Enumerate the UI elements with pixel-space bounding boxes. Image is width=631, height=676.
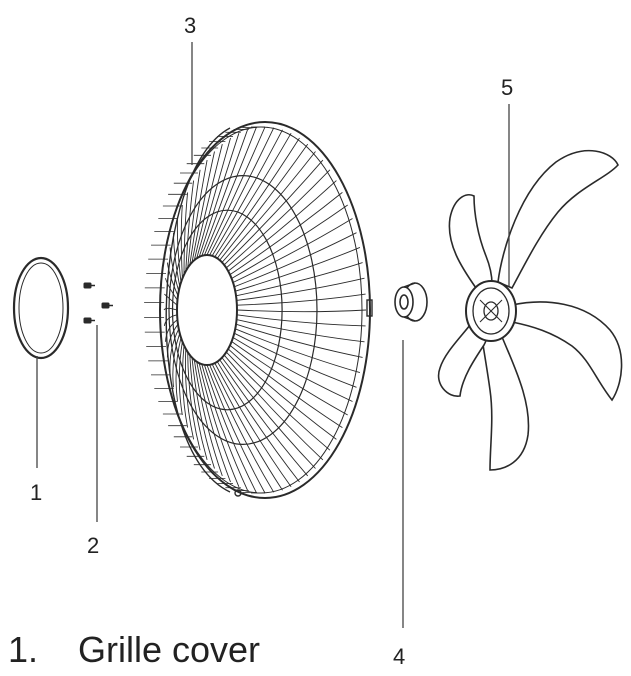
part-5-fan-blade bbox=[437, 149, 623, 471]
grille-wire bbox=[214, 362, 292, 488]
grille-wire bbox=[221, 357, 316, 469]
grille-wire bbox=[185, 348, 195, 440]
grille-wire bbox=[191, 151, 215, 263]
grille-wire bbox=[198, 362, 240, 487]
grille-wire bbox=[236, 293, 366, 306]
grille-wire bbox=[193, 359, 223, 477]
grille-wire bbox=[221, 151, 316, 263]
blade-right bbox=[511, 301, 623, 402]
grille-wire bbox=[235, 323, 363, 358]
grille-wire bbox=[223, 354, 324, 461]
grille-wire bbox=[227, 348, 337, 440]
grille-wire bbox=[232, 337, 353, 402]
grille-wire bbox=[236, 314, 366, 327]
grille-wire bbox=[165, 319, 178, 342]
part-2-screws bbox=[83, 282, 113, 324]
grille-wire bbox=[196, 361, 231, 483]
grille-wire bbox=[185, 180, 195, 272]
grille-wire bbox=[180, 204, 183, 279]
grille-wire bbox=[219, 143, 309, 261]
caption-number: 1. bbox=[8, 629, 38, 670]
grille-wire bbox=[229, 345, 343, 428]
grille-wire bbox=[235, 328, 361, 374]
grille-wire bbox=[236, 309, 367, 313]
grille-wire bbox=[216, 137, 300, 259]
grille-wire bbox=[231, 341, 348, 416]
grille-wire bbox=[196, 137, 231, 259]
grille-wire bbox=[231, 204, 348, 279]
part-4-spinner-nut bbox=[394, 282, 428, 322]
grille-wire bbox=[235, 262, 363, 297]
grille-rings bbox=[168, 175, 318, 445]
grille-center-opening bbox=[176, 254, 238, 366]
grille-wire bbox=[219, 359, 309, 477]
grille-wire bbox=[201, 364, 248, 491]
grille-wire bbox=[232, 218, 353, 283]
grille-wire bbox=[163, 314, 178, 326]
grille-wire bbox=[227, 180, 337, 272]
grille-support-ring bbox=[171, 209, 283, 411]
screw-icon bbox=[101, 302, 113, 309]
grille-wires bbox=[144, 126, 367, 494]
blade-bottom bbox=[481, 331, 530, 471]
callout-2: 2 bbox=[87, 533, 99, 558]
grille-wire bbox=[189, 160, 208, 265]
callout-4: 4 bbox=[393, 644, 405, 669]
grille-wire bbox=[206, 364, 266, 494]
screw-icon bbox=[83, 317, 95, 324]
grille-wire bbox=[211, 129, 283, 257]
callout-5: 5 bbox=[501, 75, 513, 100]
grille-support-ring bbox=[168, 175, 318, 445]
grille-wire bbox=[176, 218, 182, 283]
grille-wire bbox=[203, 364, 257, 493]
grille-bottom-screw bbox=[234, 489, 242, 497]
grille-clip bbox=[366, 299, 373, 317]
grille-wire bbox=[211, 364, 283, 491]
grille-wire bbox=[233, 332, 357, 388]
grille-wire bbox=[165, 278, 178, 301]
grille-wire bbox=[164, 293, 178, 306]
grille-wire bbox=[226, 169, 331, 269]
grille-wire bbox=[225, 351, 331, 451]
grille-wire bbox=[187, 169, 201, 268]
grille-wire bbox=[189, 355, 208, 461]
grille-wire bbox=[169, 328, 180, 373]
grille-wire bbox=[187, 352, 201, 451]
screw-icon bbox=[83, 282, 95, 289]
blade-top bbox=[497, 149, 619, 290]
grille-wire bbox=[209, 127, 275, 256]
leader-lines bbox=[36, 42, 510, 628]
part-1-grille-cover-ring bbox=[12, 256, 70, 360]
grille-wire bbox=[203, 127, 257, 256]
grille-wire bbox=[209, 364, 275, 493]
caption-label: Grille cover bbox=[78, 629, 260, 670]
grille-wire bbox=[191, 357, 215, 469]
grille-wire bbox=[193, 143, 223, 261]
grille-wire bbox=[166, 323, 179, 358]
grille-wire bbox=[163, 307, 178, 311]
grille-wire bbox=[183, 192, 189, 275]
grille-wire bbox=[236, 319, 365, 343]
grille-depth-edge bbox=[165, 127, 231, 493]
grille-wire bbox=[229, 192, 343, 275]
blade-upper-left bbox=[448, 194, 493, 289]
grille-wire bbox=[206, 126, 266, 256]
grille-wire bbox=[198, 133, 240, 258]
grille-wire bbox=[234, 232, 357, 288]
part-3-front-grille bbox=[144, 121, 373, 499]
grille-wire bbox=[214, 132, 292, 258]
grille-wire bbox=[216, 361, 300, 483]
grille-wire bbox=[235, 246, 361, 292]
callout-1: 1 bbox=[30, 480, 42, 505]
callout-3: 3 bbox=[184, 13, 196, 38]
grille-wire bbox=[201, 129, 248, 256]
grille-wire bbox=[223, 159, 324, 266]
grille-wire bbox=[236, 277, 365, 301]
